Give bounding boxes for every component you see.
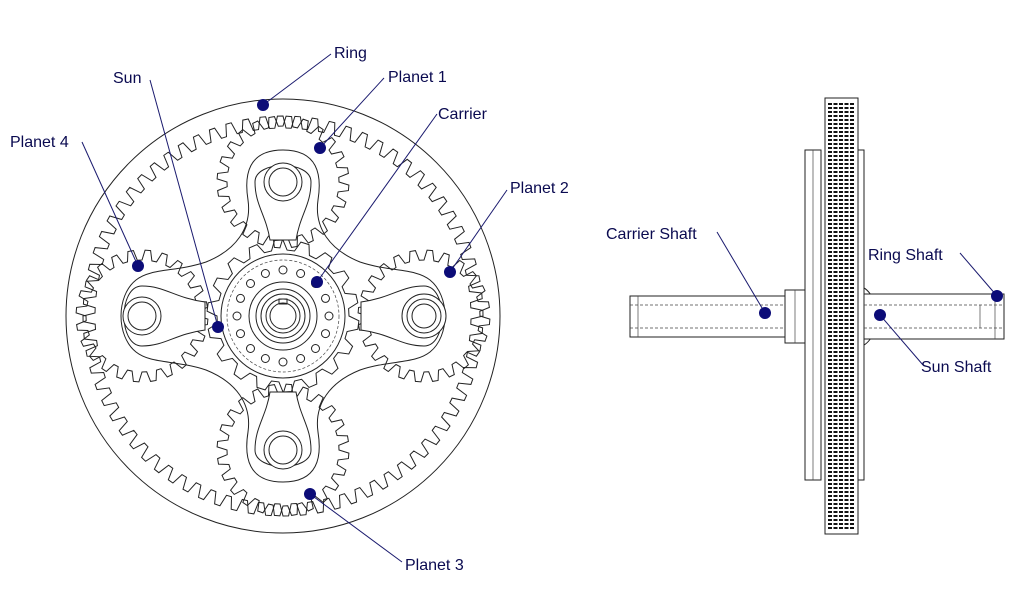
label-carrier-shaft: Carrier Shaft — [606, 226, 697, 243]
hub-bolt — [236, 329, 245, 339]
ring-back-plate — [857, 149, 865, 481]
label-planet-2: Planet 2 — [510, 180, 569, 197]
planet-3-marker — [304, 488, 316, 500]
carrier-marker — [311, 276, 323, 288]
label-planet-1: Planet 1 — [388, 69, 447, 86]
planet-3-bearing — [263, 430, 303, 470]
ring-outer-edge — [65, 98, 501, 534]
planet-1-gear — [216, 115, 350, 249]
hub-bolt — [246, 344, 255, 353]
label-ring: Ring — [334, 45, 367, 62]
planet-4-bearing — [122, 296, 162, 336]
carrier-shaft-marker — [759, 307, 771, 319]
side-view — [629, 97, 1005, 535]
labels: Ring Sun Planet 1 Carrier Planet 4 Plane… — [10, 45, 992, 574]
ring-marker — [257, 99, 269, 111]
sun-shaft-marker — [874, 309, 886, 321]
hub-bolt — [232, 311, 242, 321]
hub-bolt — [260, 354, 270, 363]
label-planet-4: Planet 4 — [10, 134, 69, 151]
hub-bolt — [296, 269, 306, 278]
hub-bolt — [296, 354, 306, 363]
planet-2-marker — [444, 266, 456, 278]
planet-1-marker — [314, 142, 326, 154]
hub-bolt — [324, 311, 334, 321]
ring-shaft-marker — [991, 290, 1003, 302]
hub-bolt — [321, 293, 330, 303]
planet-2-bearing — [401, 293, 447, 339]
hub-bolt — [311, 344, 320, 353]
label-ring-shaft: Ring Shaft — [868, 247, 943, 264]
front-view — [65, 98, 501, 534]
hub-bolt — [278, 357, 288, 367]
hub-bolt — [260, 269, 270, 278]
label-sun-shaft: Sun Shaft — [921, 359, 992, 376]
planet-1-bearing — [263, 162, 303, 202]
planet-4-marker — [132, 260, 144, 272]
hub-bolt — [246, 279, 255, 288]
ring-shaft-body — [863, 293, 1005, 340]
label-sun: Sun — [113, 70, 141, 87]
carrier-hub — [220, 253, 346, 379]
label-planet-3: Planet 3 — [405, 557, 464, 574]
hub-bolt — [236, 293, 245, 303]
callouts — [81, 53, 1003, 563]
hub-bolt — [321, 329, 330, 339]
planet-4-gear — [75, 249, 209, 383]
hub-bolt — [278, 265, 288, 275]
sun-gear — [206, 239, 360, 393]
ring-internal-teeth — [82, 115, 484, 517]
label-carrier: Carrier — [438, 106, 488, 123]
sun-marker — [212, 321, 224, 333]
